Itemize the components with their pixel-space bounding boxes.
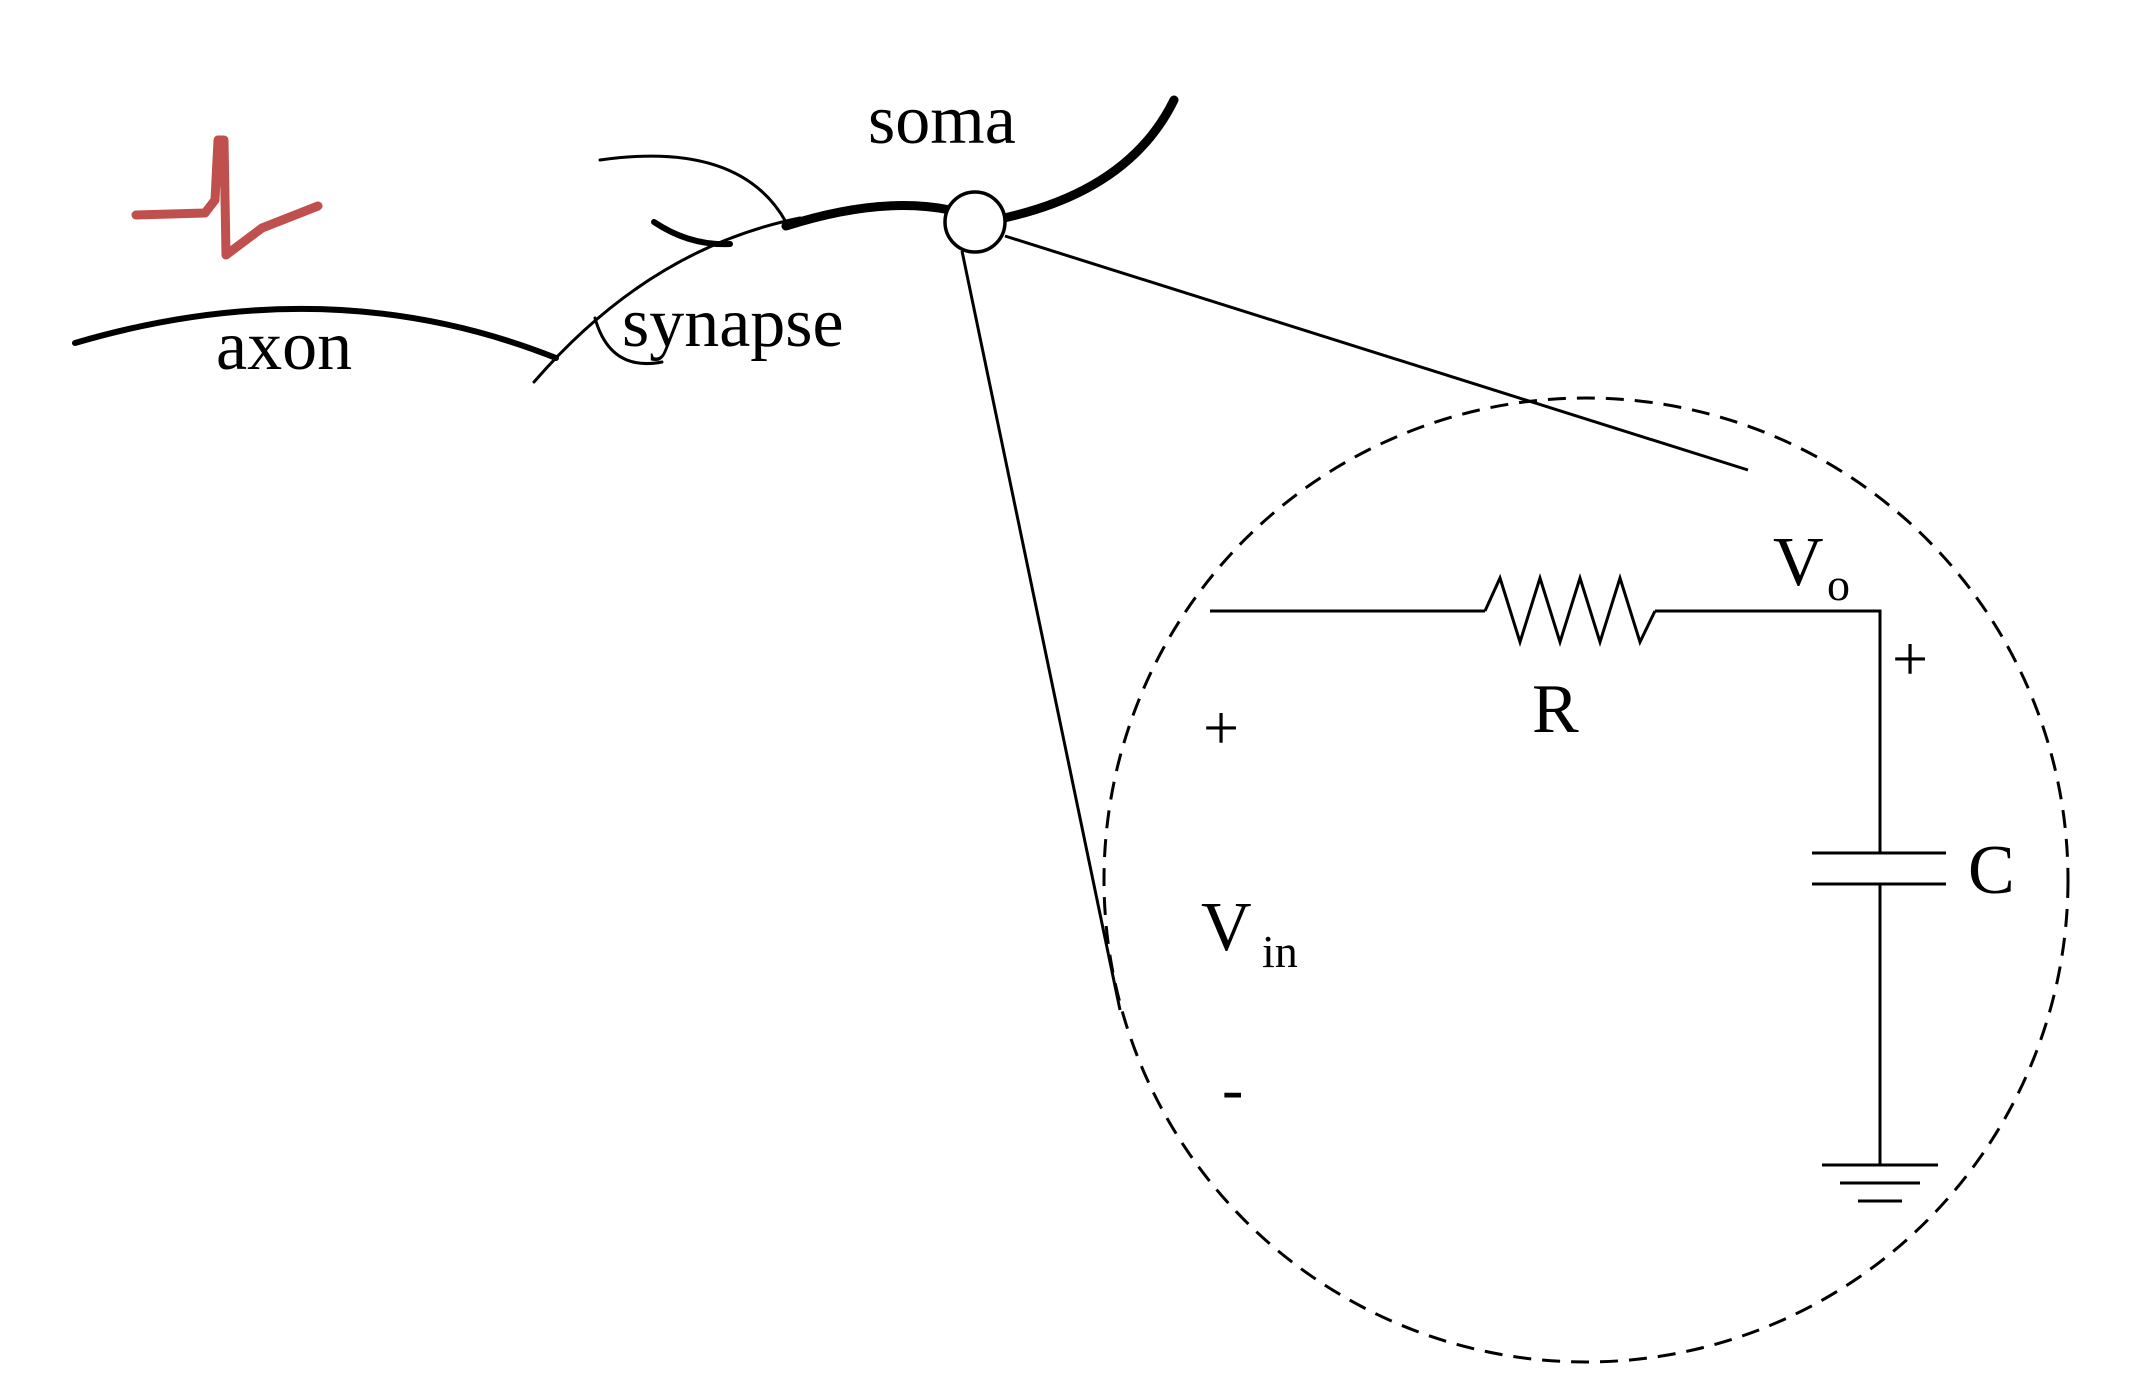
resistor-symbol: [1483, 572, 1657, 648]
input-plus-sign: +: [1203, 692, 1239, 763]
soma-fiber-right: [999, 95, 1179, 223]
dendrite-fiber: [781, 201, 955, 231]
resistor-label: R: [1532, 671, 1579, 748]
axon-label: axon: [216, 308, 352, 385]
resistor-wire-right: [1655, 609, 1882, 853]
synapse-membrane: [532, 216, 802, 384]
v-in-label: V: [1201, 889, 1252, 966]
v-out-label: V: [1773, 524, 1824, 601]
synaptic-bouton-edge: [598, 154, 788, 224]
axon-fiber: [72, 305, 559, 361]
v-out-subscript: o: [1827, 559, 1850, 610]
zoom-line-upper: [1004, 234, 1749, 472]
spike-icon: [131, 135, 323, 260]
capacitor-label: C: [1968, 832, 2015, 909]
zoom-circle: [1102, 396, 2070, 1364]
ground-icon: [1822, 1163, 1938, 1203]
input-minus-sign: -: [1222, 1053, 1243, 1124]
soma-label: soma: [868, 82, 1016, 159]
output-plus-sign: +: [1892, 623, 1928, 694]
synapse-cleft: [593, 316, 664, 365]
v-in-subscript: in: [1262, 926, 1298, 977]
soma-node: [943, 190, 1007, 254]
synapse-label: synapse: [622, 285, 844, 362]
zoom-line-lower: [960, 250, 1122, 1011]
dendrite-branch: [651, 219, 733, 248]
